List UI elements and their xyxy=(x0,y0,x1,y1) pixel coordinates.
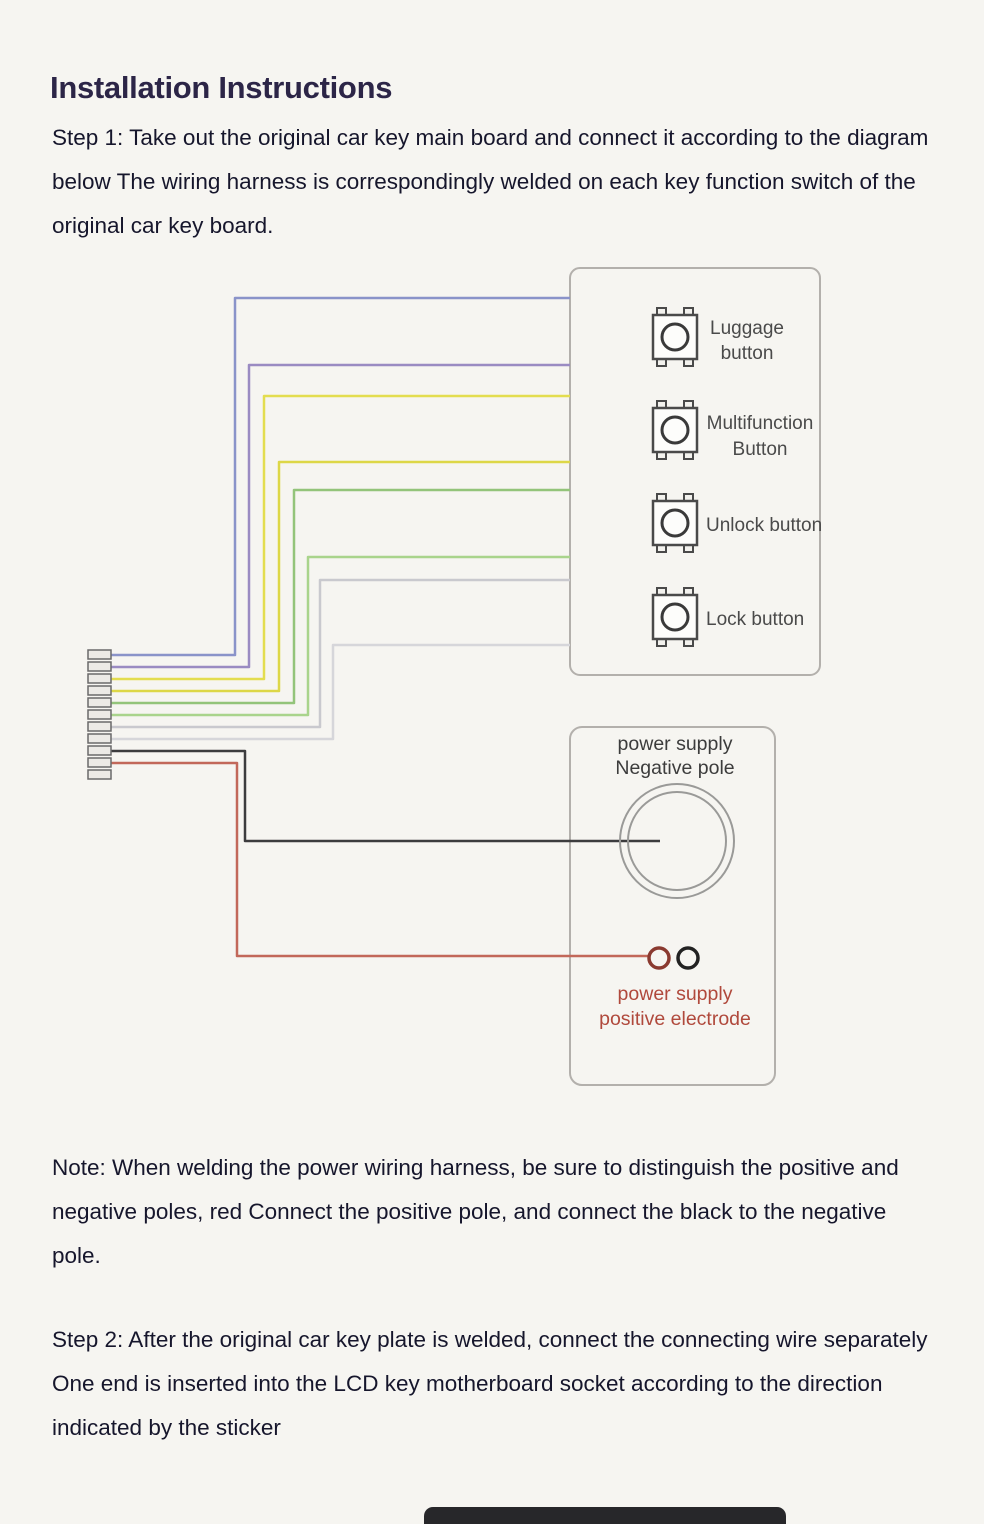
wire-red-positive xyxy=(110,761,649,958)
wire-yellow-1 xyxy=(110,394,570,681)
multifunction-button-label-2: Button xyxy=(733,439,788,460)
luggage-button-label: Luggage xyxy=(710,318,784,339)
power-positive-label: power supply xyxy=(618,983,733,1005)
negative-pole-ring-inner xyxy=(627,791,727,891)
page-title: Installation Instructions xyxy=(50,70,393,105)
note-paragraph: Note: When welding the power wiring harn… xyxy=(52,1155,899,1268)
luggage-button-label-2: button xyxy=(721,343,774,364)
positive-pad-red xyxy=(647,946,671,970)
wiring-diagram: Luggage button Multifunction Button Unlo… xyxy=(87,267,822,1086)
wire-blue xyxy=(110,296,570,657)
power-negative-label-2: Negative pole xyxy=(615,757,734,779)
negative-pole-ring-outer xyxy=(619,783,735,899)
wire-purple xyxy=(110,363,570,669)
next-page-image-edge xyxy=(424,1507,786,1524)
unlock-button-label: Unlock button xyxy=(706,515,822,536)
lock-button-switch: Lock button xyxy=(651,587,804,647)
power-negative-label: power supply xyxy=(618,733,733,755)
harness-connector xyxy=(87,649,112,780)
wire-yellow-2 xyxy=(110,460,570,693)
wire-gray-1 xyxy=(110,578,570,729)
power-negative-pole: power supply Negative pole xyxy=(615,733,735,899)
step2-paragraph: Step 2: After the original car key plate… xyxy=(52,1327,928,1440)
wire-green-2 xyxy=(110,555,570,717)
power-positive-electrode: power supply positive electrode xyxy=(599,946,751,1030)
wire-gray-2 xyxy=(110,643,570,741)
luggage-button-switch: Luggage button xyxy=(651,307,784,367)
wire-harness xyxy=(110,296,660,958)
unlock-button-switch: Unlock button xyxy=(651,493,822,553)
positive-pad-black xyxy=(676,946,700,970)
step1-paragraph: Step 1: Take out the original car key ma… xyxy=(52,125,929,238)
lock-button-label: Lock button xyxy=(706,609,804,630)
key-button-box xyxy=(569,267,821,676)
wire-green-1 xyxy=(110,488,570,705)
multifunction-button-label: Multifunction xyxy=(707,413,814,434)
power-supply-box xyxy=(569,726,776,1086)
power-positive-label-2: positive electrode xyxy=(599,1008,751,1030)
wire-black-negative xyxy=(110,749,660,843)
multifunction-button-switch: Multifunction Button xyxy=(651,400,814,460)
